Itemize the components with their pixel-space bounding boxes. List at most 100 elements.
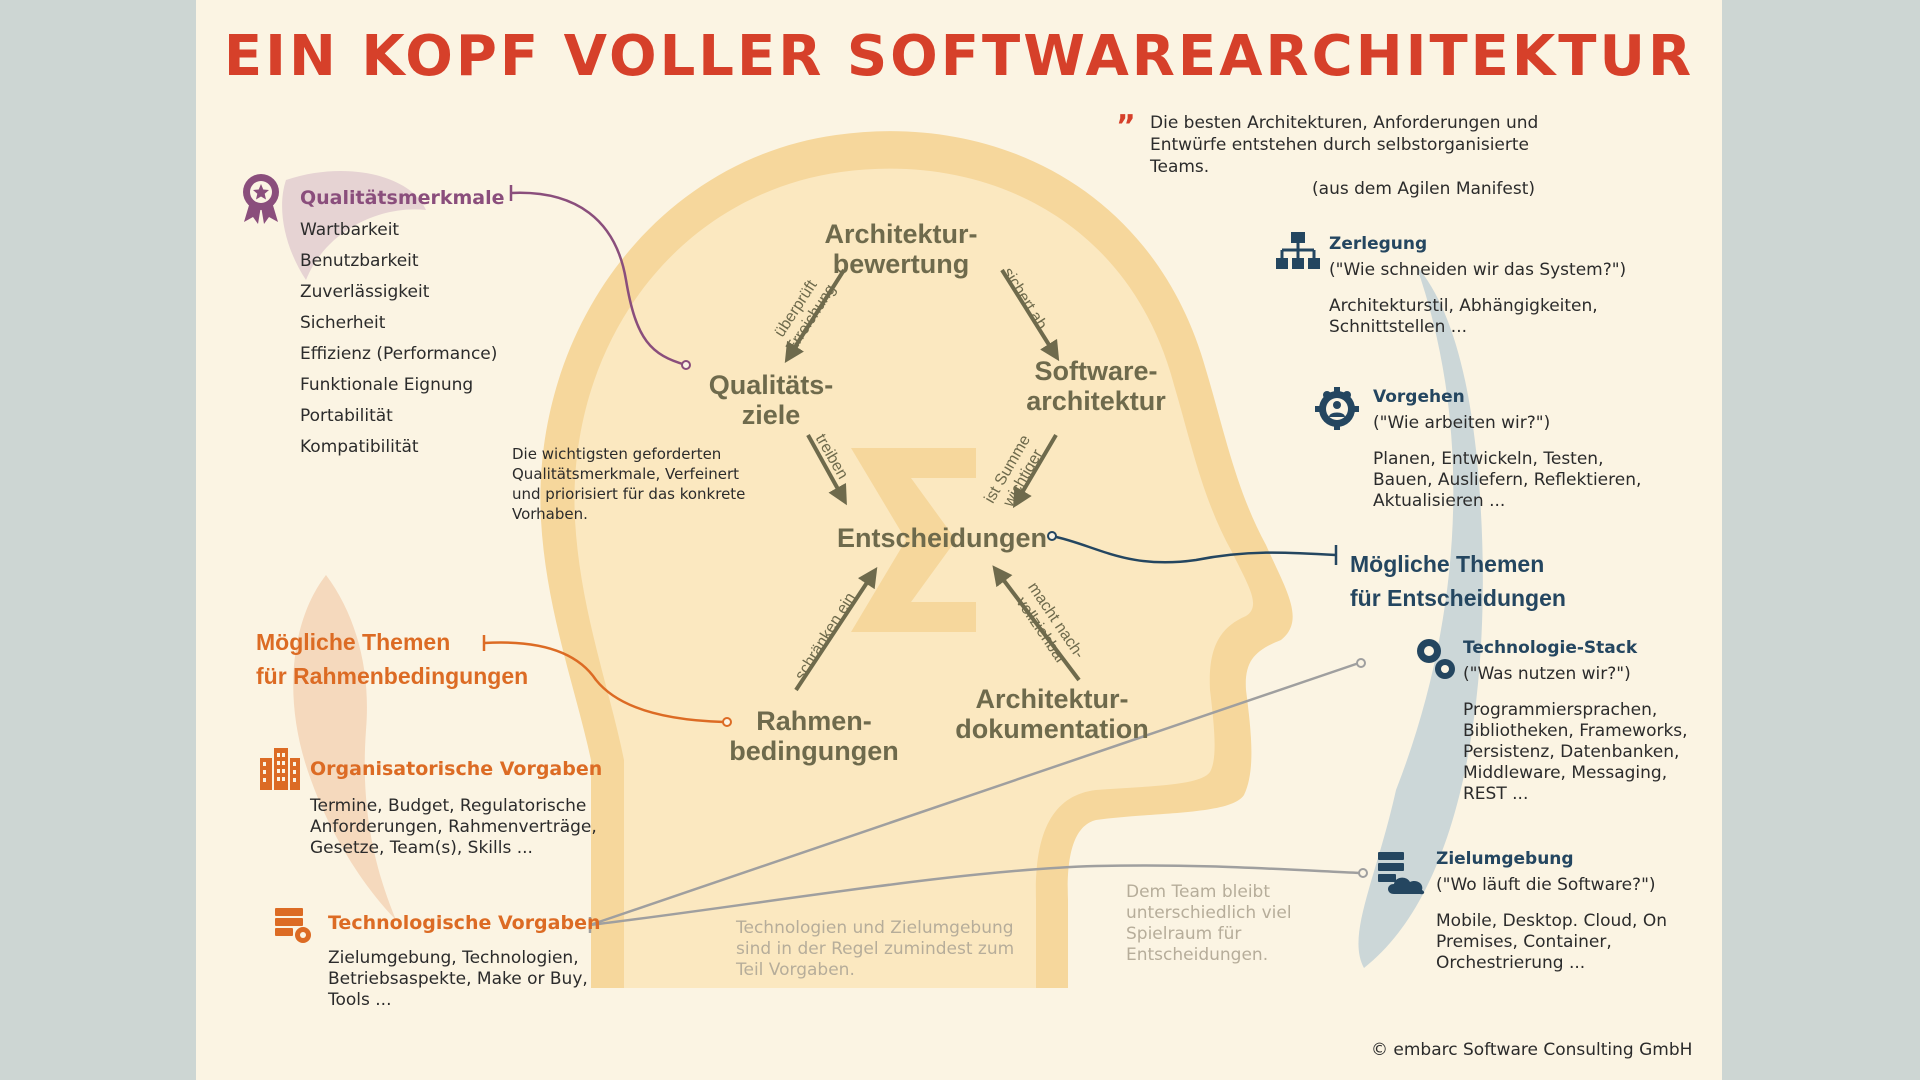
rahmen-themen-title: Mögliche Themen für Rahmenbedingungen — [256, 625, 528, 693]
body-line: Orchestrierung ... — [1436, 953, 1586, 973]
body-line: Middleware, Messaging, — [1463, 763, 1668, 783]
note-line: unterschiedlich viel — [1126, 903, 1292, 923]
note-line: Qualitätsmerkmale, Verfeinert — [512, 465, 739, 483]
arrow-bewertung-to-architektur — [1000, 268, 1060, 362]
node-line: ziele — [741, 400, 801, 430]
hierarchy-icon — [1276, 232, 1320, 269]
note-line: Spielraum für — [1126, 924, 1242, 944]
body-line: Premises, Container, — [1436, 932, 1612, 952]
quote-icon: ” — [1116, 109, 1136, 144]
node-line: Architektur- — [975, 684, 1129, 714]
copyright: © embarc Software Consulting GmbH — [1371, 1040, 1693, 1060]
node-qualitaetsziele: Qualitäts- ziele — [686, 370, 856, 430]
orange-crescent — [293, 575, 396, 920]
note-line: Vorhaben. — [512, 505, 588, 523]
body-line: Termine, Budget, Regulatorische — [310, 796, 587, 816]
list-item: Funktionale Eignung — [300, 375, 474, 395]
body-line: Persistenz, Datenbanken, — [1463, 742, 1680, 762]
theme-line: Mögliche Themen — [1350, 551, 1545, 577]
tech-heading: Technologische Vorgaben — [328, 912, 601, 934]
theme-line: für Rahmenbedingungen — [256, 663, 529, 689]
list-item: Sicherheit — [300, 313, 386, 333]
note-line: Teil Vorgaben. — [736, 960, 855, 980]
arrow-doku-to-entscheidungen — [992, 565, 1081, 682]
node-line: Software- — [1034, 356, 1158, 386]
vorgehen-heading: Vorgehen — [1373, 387, 1465, 407]
infographic-page: EIN KOPF VOLLER SOFTWAREARCHITEKTUR ” Di… — [196, 0, 1722, 1080]
arrow-rahmen-to-entscheidungen — [794, 566, 878, 692]
ziel-body: Mobile, Desktop. Cloud, On Premises, Con… — [1436, 911, 1667, 974]
node-line: Architektur- — [824, 219, 978, 249]
connector-qualitaet — [510, 191, 687, 367]
tech-body: Zielumgebung, Technologien, Betriebsaspe… — [328, 948, 588, 1011]
note-team: Dem Team bleibt unterschiedlich viel Spi… — [1126, 882, 1292, 966]
list-item: Portabilität — [300, 406, 393, 426]
zerlegung-body: Architekturstil, Abhängigkeiten, Schnitt… — [1329, 296, 1598, 338]
server-settings-icon — [275, 908, 311, 943]
list-item: Effizienz (Performance) — [300, 344, 498, 364]
node-entscheidungen: Entscheidungen — [836, 523, 1047, 553]
vorgehen-body: Planen, Entwickeln, Testen, Bauen, Ausli… — [1373, 449, 1641, 512]
body-line: Anforderungen, Rahmenverträge, — [310, 817, 597, 837]
body-line: Gesetze, Team(s), Skills ... — [310, 838, 533, 858]
body-line: Programmiersprachen, — [1463, 700, 1658, 720]
theme-line: für Entscheidungen — [1350, 585, 1566, 611]
ziel-question: ("Wo läuft die Software?") — [1436, 875, 1656, 895]
arrow-architektur-to-entscheidungen — [1012, 433, 1058, 509]
purple-crescent — [282, 171, 426, 280]
arrow-ziele-to-entscheidungen — [806, 434, 847, 506]
qualitaet-list: Wartbarkeit Benutzbarkeit Zuverlässigkei… — [300, 215, 497, 463]
quote-line: Die besten Architekturen, Anforderungen … — [1150, 113, 1539, 133]
body-line: REST ... — [1463, 784, 1529, 804]
note-line: Dem Team bleibt — [1126, 882, 1271, 902]
zerlegung-heading: Zerlegung — [1329, 234, 1428, 254]
team-gear-icon — [1315, 387, 1359, 430]
body-line: Tools ... — [328, 990, 392, 1010]
node-line: bedingungen — [729, 736, 899, 766]
note-line: Entscheidungen. — [1126, 945, 1269, 965]
body-line: Bibliotheken, Frameworks, — [1463, 721, 1688, 741]
qualitaet-note: Die wichtigsten geforderten Qualitätsmer… — [512, 444, 745, 524]
qualitaet-heading: Qualitätsmerkmale — [300, 187, 505, 209]
cloud-server-icon — [1378, 852, 1425, 895]
org-heading: Organisatorische Vorgaben — [310, 758, 603, 780]
ziel-heading: Zielumgebung — [1436, 849, 1574, 869]
stack-body: Programmiersprachen, Bibliotheken, Frame… — [1463, 700, 1688, 805]
org-body: Termine, Budget, Regulatorische Anforder… — [310, 796, 597, 859]
body-line: Planen, Entwickeln, Testen, — [1373, 449, 1604, 469]
page-title: EIN KOPF VOLLER SOFTWAREARCHITEKTUR — [223, 24, 1695, 89]
arrow-bewertung-to-ziele — [784, 268, 846, 364]
body-line: Zielumgebung, Technologien, — [328, 948, 579, 968]
entscheidungen-themen-title: Mögliche Themen für Entscheidungen — [1350, 547, 1566, 615]
stack-question: ("Was nutzen wir?") — [1463, 664, 1631, 684]
note-line: Die wichtigsten geforderten — [512, 445, 722, 463]
note-line: und priorisiert für das konkrete — [512, 485, 746, 503]
body-line: Mobile, Desktop. Cloud, On — [1436, 911, 1668, 931]
blue-crescent — [1358, 265, 1483, 968]
body-line: Schnittstellen ... — [1329, 317, 1468, 337]
gears-icon — [1417, 639, 1455, 679]
list-item: Benutzbarkeit — [300, 251, 419, 271]
node-line: bewertung — [832, 249, 970, 279]
node-line: Qualitäts- — [708, 370, 834, 400]
node-rahmenbedingungen: Rahmen- bedingungen — [714, 706, 914, 766]
node-line: Rahmen- — [756, 706, 872, 736]
list-item: Zuverlässigkeit — [300, 282, 430, 302]
quote-line: Entwürfe entstehen durch selbstorganisie… — [1150, 135, 1529, 177]
vorgehen-question: ("Wie arbeiten wir?") — [1373, 413, 1551, 433]
node-line: architektur — [1026, 386, 1166, 416]
connector-rahmen — [483, 641, 725, 724]
body-line: Architekturstil, Abhängigkeiten, — [1329, 296, 1598, 316]
body-line: Bauen, Ausliefern, Reflektieren, — [1373, 470, 1642, 490]
node-architekturbewertung: Architektur- bewertung — [821, 219, 981, 279]
building-icon — [260, 748, 300, 790]
sigma-symbol — [851, 448, 976, 632]
award-icon — [243, 174, 279, 224]
zerlegung-question: ("Wie schneiden wir das System?") — [1329, 260, 1627, 280]
list-item: Wartbarkeit — [300, 220, 400, 240]
connector-ziel — [589, 864, 1362, 927]
connector-stack — [589, 661, 1360, 927]
body-line: Aktualisieren ... — [1373, 491, 1506, 511]
note-line: Technologien und Zielumgebung — [736, 918, 1014, 938]
quote-block: Die besten Architekturen, Anforderungen … — [1150, 112, 1570, 200]
